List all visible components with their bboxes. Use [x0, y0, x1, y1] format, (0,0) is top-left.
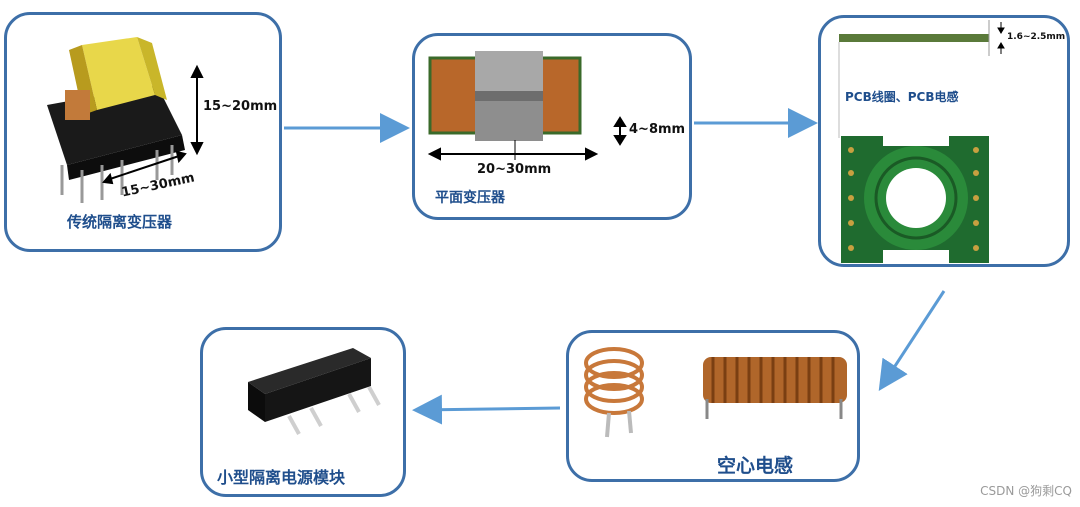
traditional-transformer-label: 传统隔离变压器 — [67, 213, 173, 231]
pcb-thickness-label: 1.6~2.5mm — [1007, 32, 1066, 42]
card-air-core-inductor: 空心电感 — [566, 330, 860, 482]
traditional-height-label: 15~20mm — [203, 99, 278, 114]
arrow-pcb-to-aircore — [878, 290, 946, 392]
watermark: CSDN @狗剩CQ — [980, 484, 1072, 498]
planar-height-label: 4~8mm — [629, 122, 686, 137]
card-planar-transformer: 4~8mm 20~30mm 平面变压器 — [412, 33, 692, 220]
planar-transformer-label: 平面变压器 — [435, 190, 505, 206]
card-isolated-power-module: 小型隔离电源模块 — [200, 327, 406, 497]
card-traditional-transformer: 15~20mm 15~30mm 传统隔离变压器 — [4, 12, 282, 252]
pcb-coil-label: PCB线圈、PCB电感 — [845, 90, 959, 104]
air-core-inductor-image — [584, 347, 847, 438]
pcb-coil-image — [838, 20, 1005, 263]
power-module-label: 小型隔离电源模块 — [217, 468, 346, 487]
arrow-aircore-to-module — [412, 394, 561, 425]
planar-transformer-image — [427, 51, 627, 161]
card-pcb-coil: 1.6~2.5mm PCB线圈、PCB电感 — [818, 15, 1070, 267]
planar-width-label: 20~30mm — [477, 162, 552, 177]
power-module-image — [248, 348, 381, 435]
traditional-transformer-image — [47, 37, 204, 203]
air-core-inductor-label: 空心电感 — [717, 455, 794, 477]
